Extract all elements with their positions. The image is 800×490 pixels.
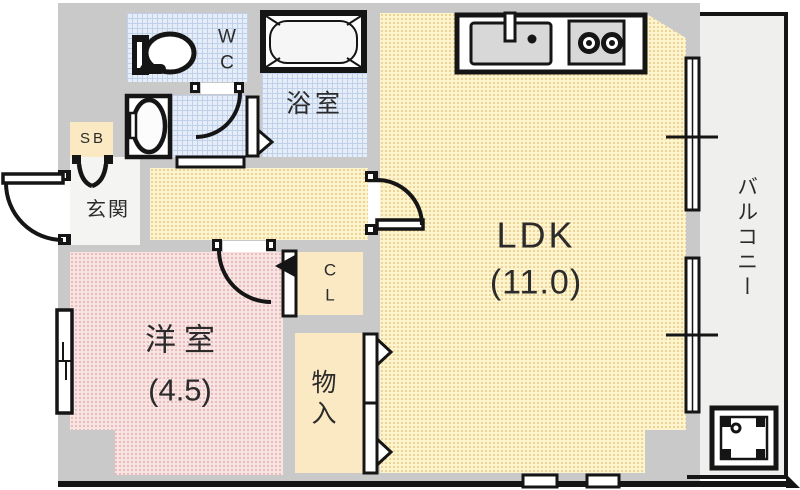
- hallway: [150, 168, 368, 240]
- closet: [295, 252, 363, 315]
- western-room-label: 洋室: [145, 322, 223, 358]
- storage-label: 物入: [308, 369, 336, 431]
- balcony-label: バルコニー: [734, 175, 758, 301]
- bathroom-room: [262, 13, 367, 157]
- ldk-room-label: LDK: [496, 214, 576, 256]
- wc-label: WC: [218, 26, 236, 73]
- storage-room: [295, 333, 363, 473]
- entrance-label: 玄関: [86, 199, 130, 221]
- closet-label: CL: [323, 260, 337, 304]
- shoe-box: [70, 122, 113, 157]
- ldk-room: [380, 13, 686, 473]
- ldk-area-label: (11.0): [489, 263, 583, 302]
- wall-notch-southeast: [645, 430, 686, 473]
- washroom-room: [127, 95, 248, 157]
- western-area-label: (4.5): [148, 372, 212, 408]
- shoe-box-label: SB: [79, 130, 107, 147]
- wall-notch-southwest: [58, 430, 115, 475]
- bathroom-label: 浴室: [285, 90, 345, 118]
